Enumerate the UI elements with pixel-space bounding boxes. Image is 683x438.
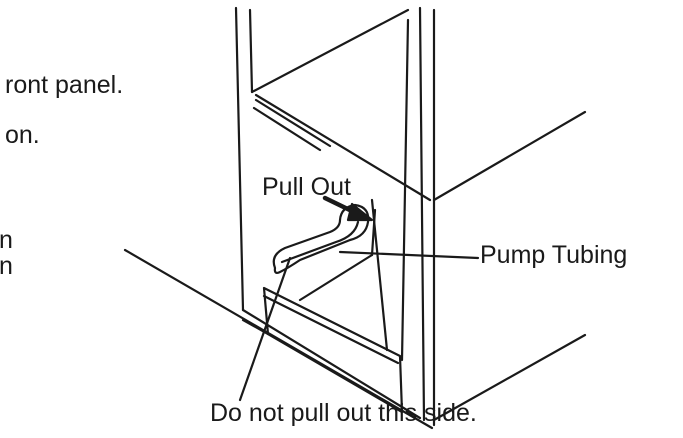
right-depth-top [432,110,587,202]
right-depth-bottom [432,333,587,422]
pull-out-label: Pull Out [262,173,351,201]
no-pull-leader [238,256,292,402]
panel-top-inner [252,106,322,152]
tray-lip [262,294,400,365]
cabinet-left-edge [234,6,245,312]
side-wall-top [250,8,410,94]
tubing-guide-2 [370,208,377,257]
cabinet-right-edge [400,18,410,362]
pump-tubing-leader [338,250,480,260]
cabinet-edge-2 [418,6,426,422]
pull-arrow-head [346,202,374,222]
instruction-fragment-4: n [0,252,13,280]
instruction-fragment-3: n [0,226,13,254]
bottom-tray [262,286,404,414]
instruction-fragment-clip: n n [0,225,14,285]
panel-top-inner-2 [254,98,332,148]
instruction-fragment-2: on. [5,121,40,149]
cabinet-edge-1 [248,8,254,94]
tubing-guide [298,253,374,302]
panel-top-outer [254,93,432,202]
base-line [241,308,422,420]
instruction-fragment-1: ront panel. [5,71,124,99]
do-not-pull-label: Do not pull out this side. [210,399,477,427]
pump-tubing-label: Pump Tubing [480,241,628,269]
tubing-inner-line [280,220,360,264]
